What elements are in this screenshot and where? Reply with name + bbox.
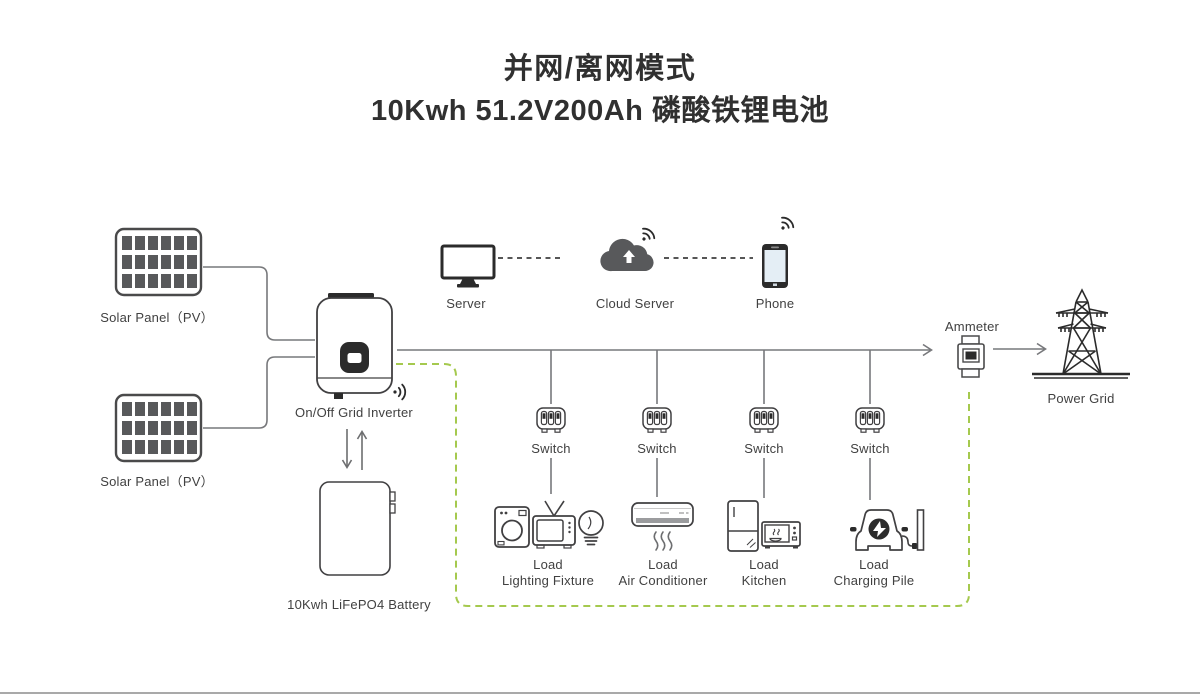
diagram-title: 并网/离网模式 10Kwh 51.2V200Ah 磷酸铁锂电池	[0, 52, 1200, 128]
cloud-wifi-icon	[636, 225, 658, 246]
washing-machine-icon	[494, 506, 530, 548]
cloud-upload-icon	[600, 225, 658, 272]
phone-wifi-icon	[775, 214, 797, 235]
microwave-icon	[761, 521, 801, 549]
solar-panel-1-label: Solar Panel（PV）	[100, 310, 214, 325]
load-4-label-line1: Load	[859, 557, 889, 572]
cloud-server-label: Cloud Server	[595, 296, 675, 311]
breaker-switch-icon-4	[855, 407, 885, 433]
ammeter-icon	[957, 335, 985, 378]
switch-2-label: Switch	[637, 441, 677, 456]
phone-label: Phone	[755, 296, 795, 311]
load-3-label-line1: Load	[749, 557, 779, 572]
load-charging-pile-icons	[850, 509, 925, 551]
tv-icon	[532, 500, 576, 549]
battery-label: 10Kwh LiFePO4 Battery	[287, 597, 431, 612]
smartphone-icon	[762, 214, 797, 288]
title-line1: 并网/离网模式	[503, 53, 697, 85]
load-kitchen-icons	[727, 500, 801, 552]
switch-1-label: Switch	[531, 441, 571, 456]
power-tower-icon	[1032, 288, 1130, 379]
air-conditioner-icon	[631, 502, 694, 551]
inverter-wifi-icon	[392, 383, 407, 401]
battery-flow-arrows	[341, 429, 368, 470]
solar-panel-2-label: Solar Panel（PV）	[100, 474, 214, 489]
charging-pile-icon	[901, 509, 925, 551]
footer-divider	[0, 692, 1200, 694]
ev-car-icon	[850, 509, 908, 551]
load-3-label-line2: Kitchen	[741, 573, 787, 588]
breaker-switch-icon-1	[536, 407, 566, 433]
battery-icon	[319, 481, 396, 576]
connector-lines	[203, 266, 1047, 500]
breaker-switch-icon-3	[749, 407, 779, 433]
light-bulb-icon	[578, 510, 604, 546]
backup-loads-dashed-outline	[396, 363, 970, 607]
power-grid-label: Power Grid	[1047, 391, 1115, 406]
breaker-switch-icon-2	[642, 407, 672, 433]
ammeter-label: Ammeter	[944, 319, 1000, 334]
solar-panel-1-icon	[114, 227, 203, 297]
inverter-icon	[316, 293, 407, 401]
switch-3-label: Switch	[744, 441, 784, 456]
inverter-label: On/Off Grid Inverter	[295, 405, 413, 420]
load-lighting-fixture-icons	[494, 500, 604, 549]
load-2-label-line1: Load	[648, 557, 678, 572]
load-1-label-line1: Load	[533, 557, 563, 572]
fridge-icon	[727, 500, 759, 552]
switch-4-label: Switch	[850, 441, 890, 456]
load-4-label-line2: Charging Pile	[833, 573, 915, 588]
monitor-icon	[440, 244, 496, 288]
load-2-label-line2: Air Conditioner	[618, 573, 708, 588]
solar-panel-2-icon	[114, 393, 203, 463]
title-line2: 10Kwh 51.2V200Ah 磷酸铁锂电池	[371, 95, 829, 127]
load-1-label-line2: Lighting Fixture	[501, 573, 595, 588]
server-label: Server	[446, 296, 486, 311]
